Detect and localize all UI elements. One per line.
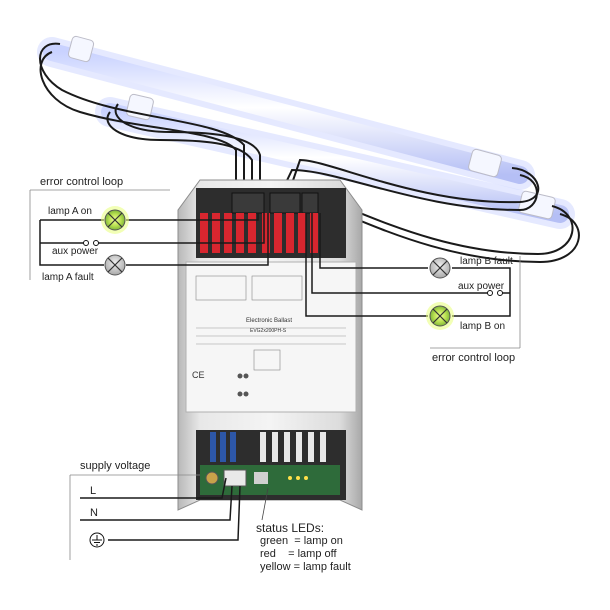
lamp-b-on-indicator [426,302,454,330]
lamp-a-fault-label: lamp A fault [42,272,94,283]
lamp-a-fault-indicator [104,254,126,276]
legend-item-green: green = lamp on [260,535,343,547]
legend-item-red: red = lamp off [260,548,337,560]
line-l-label: L [90,485,97,497]
top-terminal-block [200,192,319,253]
neutral-n-label: N [90,507,98,519]
status-led-legend: status LEDs: green = lamp on red = lamp … [256,522,351,574]
ballast-model: EVG2x200PH-S [250,328,287,334]
aux-power-b-label: aux power [458,281,505,292]
right-loop-title: error control loop [432,352,516,364]
supply-voltage-title: supply voltage [80,460,151,472]
aux-power-terminal-b2 [497,290,503,296]
status-led-pointer [261,487,269,521]
ballast-name: Electronic Ballast [246,318,293,324]
ground-icon [89,532,105,548]
lamp-b-fault-indicator [429,257,451,279]
uv-tube-upper [37,35,535,190]
supply-frame [69,474,200,560]
ce-mark: CE [192,370,205,380]
ballast-label-plate [185,261,357,413]
right-error-loop-wires [305,213,511,317]
lamp-a-on-label: lamp A on [48,206,92,217]
left-loop-title: error control loop [40,176,124,188]
legend-item-yellow: yellow = lamp fault [260,561,351,573]
supply-wires [80,477,241,541]
lamp-b-on-label: lamp B on [460,321,506,332]
right-error-loop-frame [430,256,521,349]
aux-power-terminal-a1 [83,240,89,246]
aux-power-a-label: aux power [52,246,99,257]
aux-power-terminal-a2 [93,240,99,246]
left-error-loop-wires [39,213,269,266]
left-error-loop-frame [29,189,170,280]
lamp-a-on-indicator [101,206,129,234]
legend-title: status LEDs: [256,521,325,535]
lamp-b-fault-label: lamp B fault [460,256,513,267]
aux-power-terminal-b1 [487,290,493,296]
